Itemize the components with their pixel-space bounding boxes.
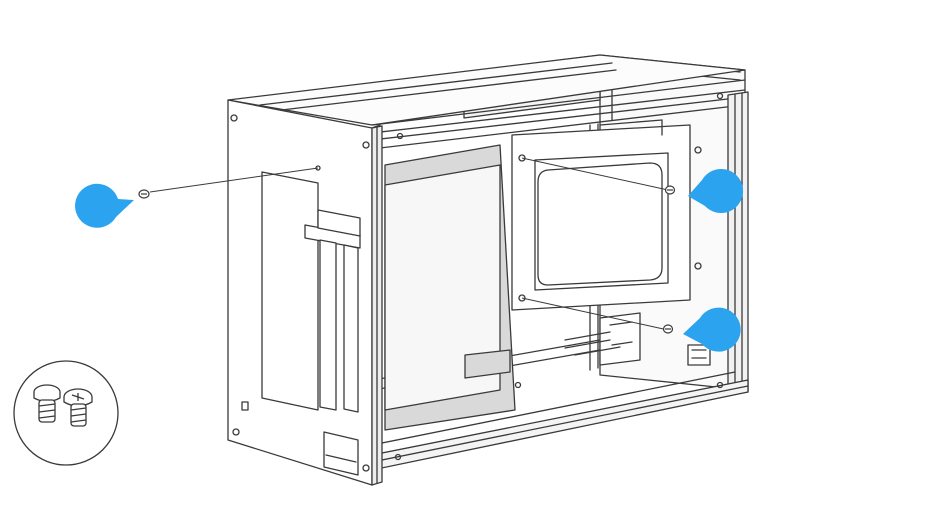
callout-marker-rear-screw xyxy=(75,184,134,228)
screw-icon xyxy=(666,186,675,194)
front-panel xyxy=(228,100,380,485)
drive-bracket xyxy=(512,120,701,310)
screw-icon xyxy=(139,190,149,198)
parts-inset xyxy=(14,361,118,465)
front-vertical-rails xyxy=(372,126,382,485)
screw-icon xyxy=(664,325,673,333)
